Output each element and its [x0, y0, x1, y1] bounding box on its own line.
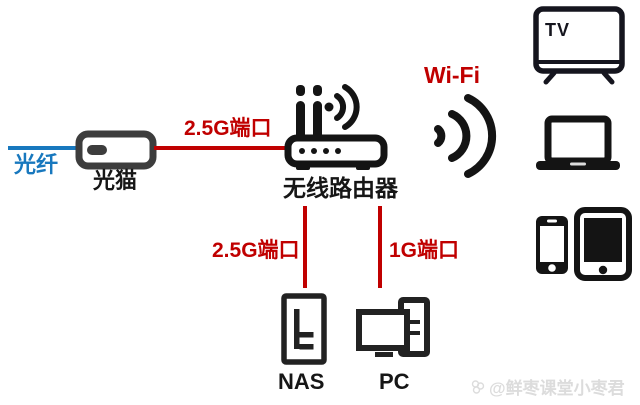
nas-label: NAS: [278, 369, 325, 394]
watermark: @鲜枣课堂小枣君: [470, 374, 625, 399]
watermark-logo-icon: [471, 379, 485, 394]
router-nas-line: [303, 206, 307, 288]
router-pc-line: [378, 206, 382, 288]
pc-label: PC: [379, 369, 410, 394]
nas-icon: [281, 293, 327, 365]
tablet-icon: [574, 207, 632, 281]
watermark-text: @鲜枣课堂小枣君: [489, 379, 625, 398]
smartphone-icon: [536, 216, 568, 274]
wifi-signal-icon: [434, 94, 497, 178]
router-nas-port-label: 2.5G端口: [212, 239, 300, 262]
fiber-label: 光纤: [14, 152, 59, 177]
pc-icon: [356, 297, 430, 357]
tv-screen-label: TV: [545, 20, 570, 40]
laptop-icon: [536, 115, 620, 170]
router-label: 无线路由器: [283, 175, 398, 201]
router-pc-port-label: 1G端口: [389, 239, 460, 262]
modem-icon: [75, 130, 157, 170]
modem-router-line: [154, 146, 288, 150]
wifi-label: Wi-Fi: [424, 62, 480, 88]
modem-router-port-label: 2.5G端口: [184, 117, 272, 140]
modem-label: 光猫: [93, 168, 138, 193]
fiber-line: [8, 146, 76, 150]
router-icon: [284, 84, 388, 170]
tv-icon: TV: [533, 6, 625, 85]
